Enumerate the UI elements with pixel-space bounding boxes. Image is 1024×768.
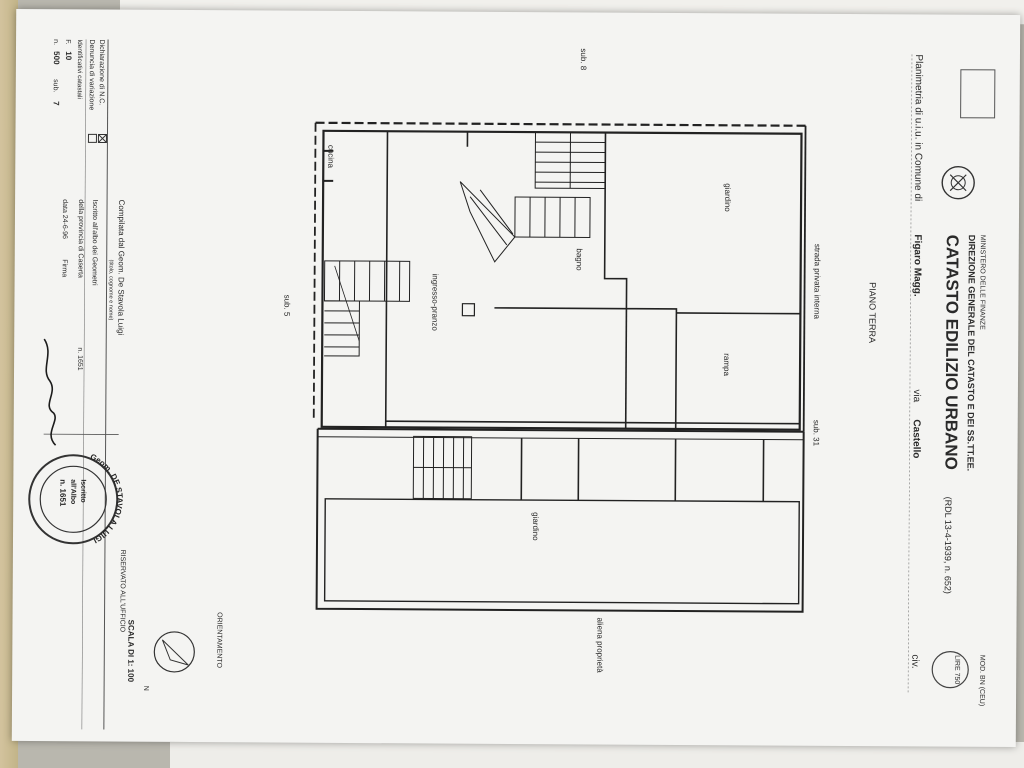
header-block: MINISTERO DELLE FINANZE DIREZIONE GENERA… xyxy=(941,235,986,594)
sub-8-label: sub. 8 xyxy=(579,48,588,70)
pillar xyxy=(461,303,476,317)
stamp-box xyxy=(960,69,996,119)
foglio-value: 10 xyxy=(64,51,73,61)
professional-seal: Geom. DE STAVOLA LUIGI Iscritto all'Albo… xyxy=(28,452,125,545)
subtitle-prefix: Planimetria di u.i.u. in Comune di xyxy=(912,54,924,201)
firma-label: Firma xyxy=(61,259,68,277)
sub-value: 7 xyxy=(52,101,61,106)
fee-stamp: LIRE 750 xyxy=(931,651,969,689)
fee-text: LIRE 750 xyxy=(953,655,960,684)
model-text: MOD. BN (CEU) xyxy=(978,655,985,706)
sub-label: sub. xyxy=(52,79,59,92)
stairs-1 xyxy=(534,131,607,190)
floor-plan-svg: MINISTERO DELLE FINANZE DIREZIONE GENERA… xyxy=(28,39,996,730)
dichiarazione-label: Dichiarazione di N.C. xyxy=(98,39,105,105)
denuncia-label: Denuncia di variazione xyxy=(88,39,95,110)
room-rampa: rampa xyxy=(722,353,731,376)
ufficio-label: RISERVATO ALL'UFFICIO xyxy=(118,550,126,633)
numero-value: 500 xyxy=(52,51,61,65)
compilata-note: (titolo, cognome e nome) xyxy=(107,260,113,321)
catasto-title: CATASTO EDILIZIO URBANO xyxy=(941,235,961,470)
comune-line: Planimetria di u.i.u. in Comune di Figar… xyxy=(907,54,924,695)
numero-label: n. xyxy=(52,39,59,45)
form-block-left: Dichiarazione di N.C. Denuncia di variaz… xyxy=(52,39,107,143)
civ-label: civ. xyxy=(909,654,920,668)
road-label: strada privata interna xyxy=(812,244,821,320)
date-text: data 24-6-96 xyxy=(61,199,68,239)
stairs-3 xyxy=(323,260,411,357)
seal-center-2: all'Albo xyxy=(69,479,76,504)
scale-label: SCALA DI 1: 100 xyxy=(126,620,135,683)
signature xyxy=(43,338,57,446)
room-giardino-2: giardino xyxy=(531,512,540,541)
law-reference: (RDL 13-4-1939, n. 652) xyxy=(943,497,954,594)
north-arrow-icon xyxy=(153,631,195,673)
republic-emblem-icon xyxy=(941,165,975,200)
stairs-2 xyxy=(459,181,591,263)
form-block-compiler: Compilata dal Geom. De Stavola Luigi (ti… xyxy=(61,199,126,371)
albo-number: n. 1651 xyxy=(76,347,83,371)
identificativi-label: Identificativi catastali xyxy=(76,39,83,99)
room-ingresso: ingresso-pranzo xyxy=(430,273,439,331)
background-paper-bottom xyxy=(170,742,1024,768)
room-labels: giardino rampa ingresso-pranzo bagno cuc… xyxy=(282,48,877,673)
stairs-4 xyxy=(412,435,473,500)
foglio-label: F. xyxy=(64,39,71,45)
boundary-line xyxy=(315,121,806,127)
seal-center-1: Iscritto xyxy=(79,479,86,502)
via-value: Castello xyxy=(911,419,922,458)
seal-center-3: n. 1651 xyxy=(58,479,67,507)
orientation-label: ORIENTAMENTO xyxy=(215,612,222,668)
sub-5-label: sub. 5 xyxy=(282,295,291,317)
room-giardino-1: giardino xyxy=(723,183,732,212)
north-label: N xyxy=(142,686,149,691)
cadastral-sheet: MINISTERO DELLE FINANZE DIREZIONE GENERA… xyxy=(11,8,1021,748)
via-label: via xyxy=(911,389,922,402)
form-divider xyxy=(103,39,109,730)
room-cucina: cucina xyxy=(326,145,335,169)
room-bagno: bagno xyxy=(575,248,584,271)
checkbox-variazione[interactable] xyxy=(87,133,97,143)
direction-text: DIREZIONE GENERALE DEL CATASTO E DEI SS.… xyxy=(965,235,976,471)
neighbor-label: aliena proprietà xyxy=(595,617,604,673)
compilata-text: Compilata dal Geom. De Stavola Luigi xyxy=(116,200,126,336)
floor-label: PIANO TERRA xyxy=(867,282,877,343)
iscritto-text: Iscritto all'albo dei Geometri xyxy=(91,199,99,286)
comune-value: Figaro Magg. xyxy=(912,234,923,297)
provincia-text: della provincia di Caserta xyxy=(77,199,84,278)
ministry-text: MINISTERO DELLE FINANZE xyxy=(978,235,986,330)
sub-31-label: sub. 31 xyxy=(812,420,821,447)
checkbox-nc[interactable] xyxy=(97,133,107,143)
floor-plan xyxy=(312,121,807,613)
